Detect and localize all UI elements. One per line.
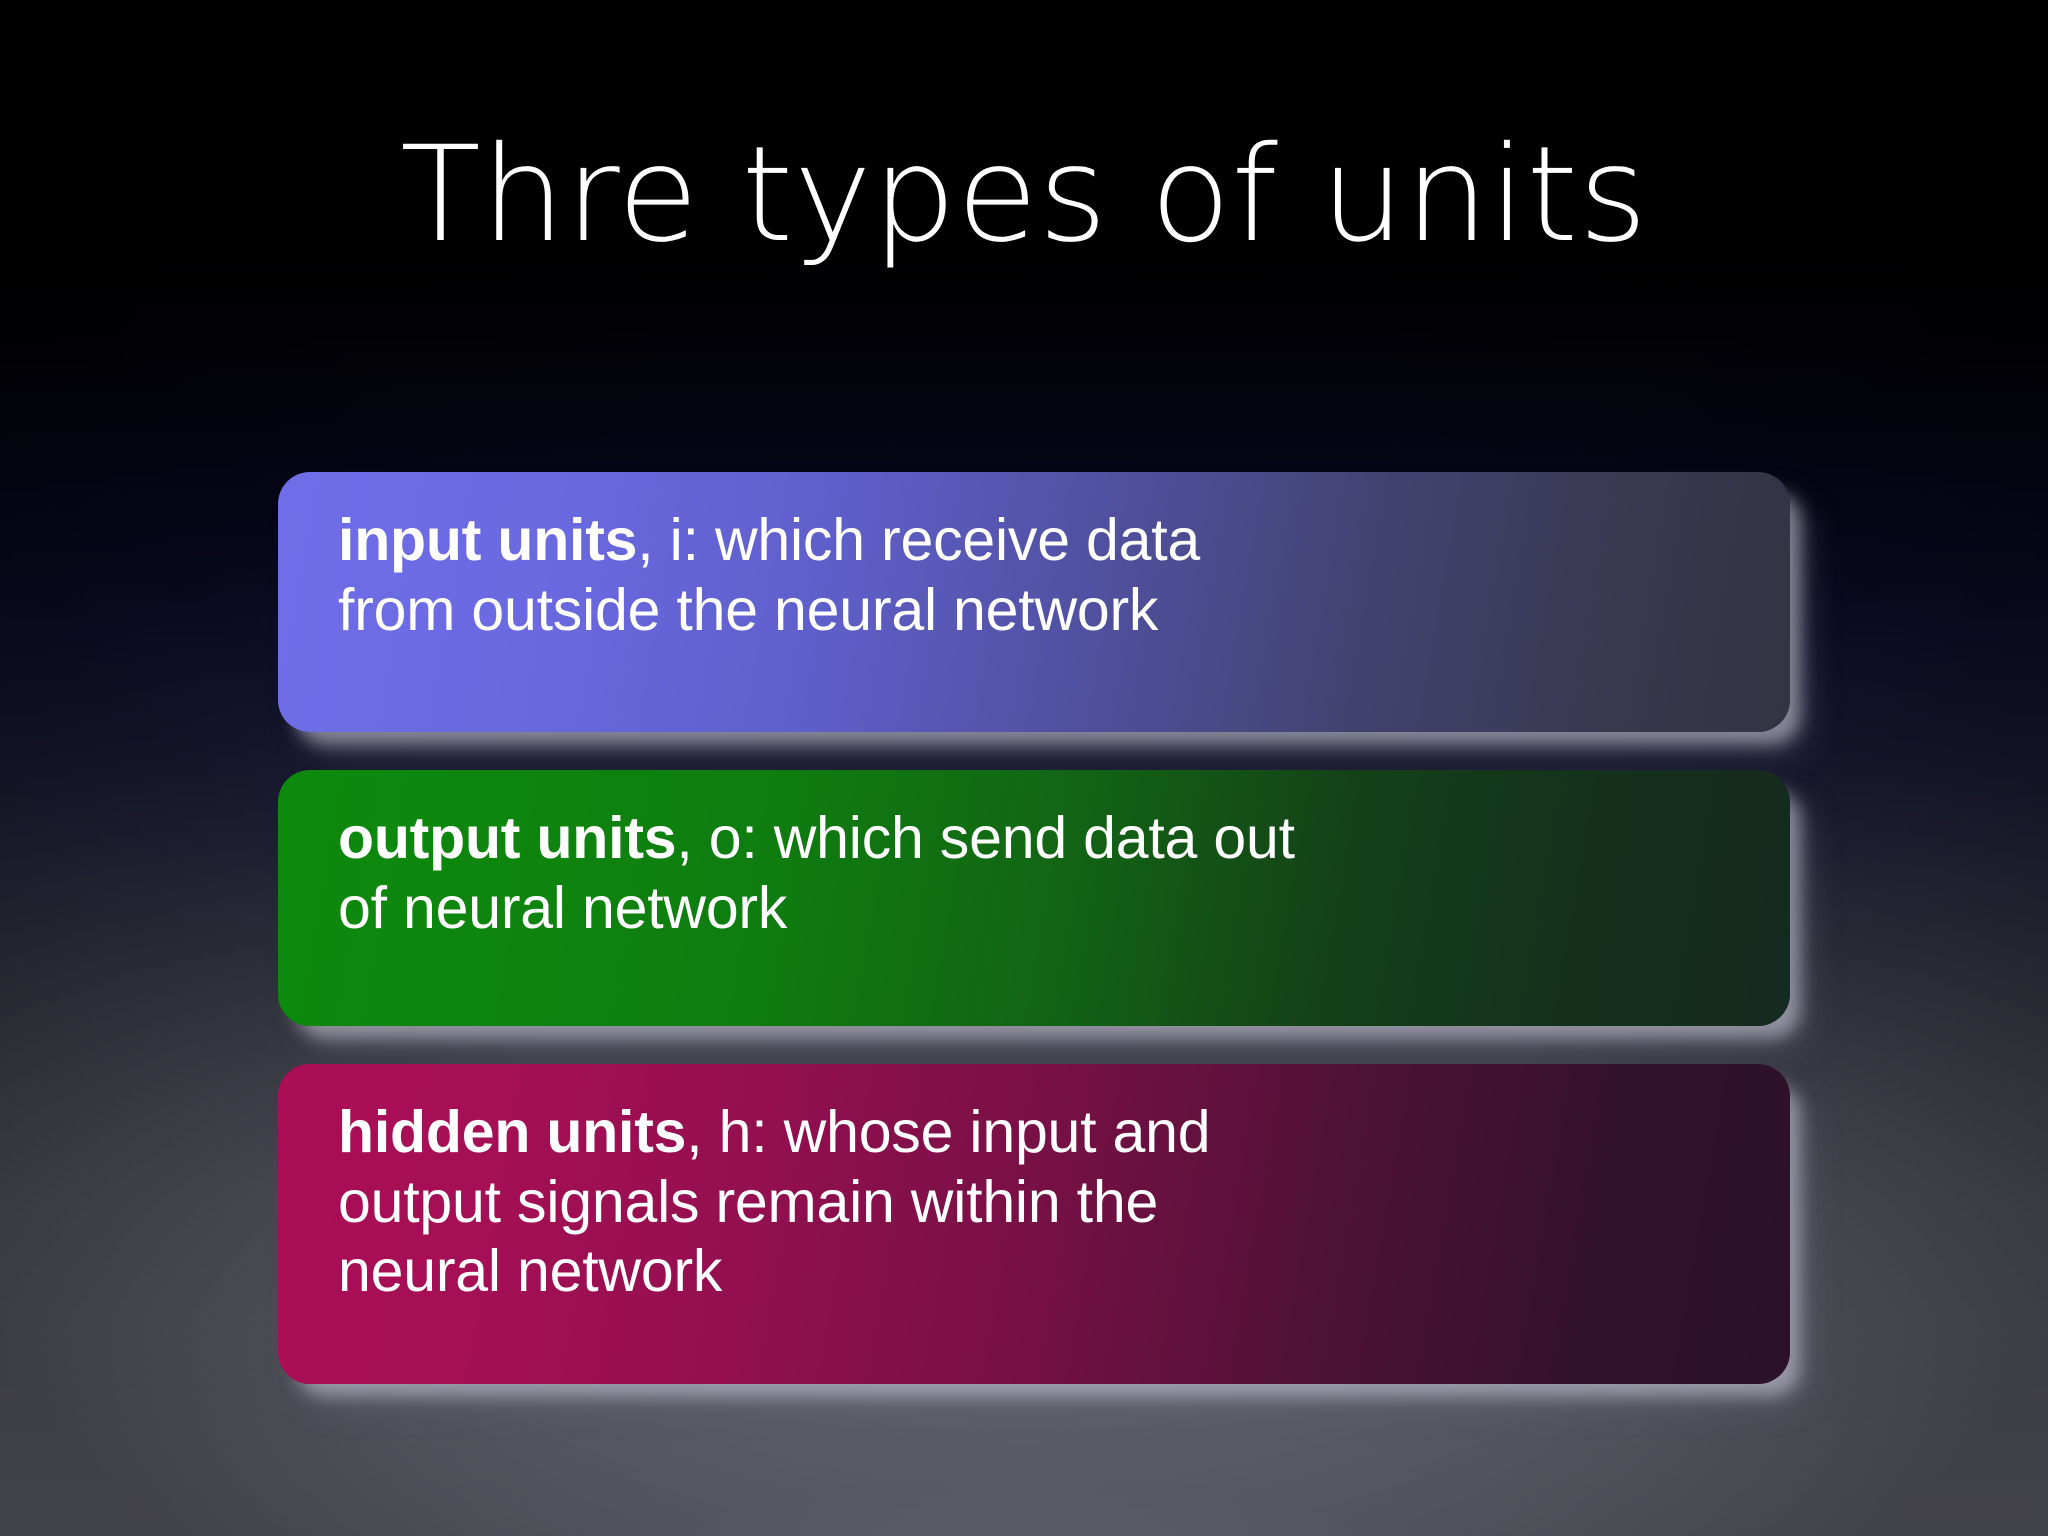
bullet-line-1: input units, i: which receive data	[338, 506, 1744, 576]
bullet-lead-term: input units	[338, 507, 638, 573]
bullet-lead-term: output units	[338, 805, 677, 871]
bullet-line-1: hidden units, h: whose input and	[338, 1098, 1744, 1168]
bullet-line-3: neural network	[338, 1238, 723, 1305]
bullet-line-1-rest: , i: which receive data	[637, 507, 1201, 573]
slide-title: Thre types of units	[400, 118, 1648, 272]
bullet-box-hidden-units: hidden units, h: whose input and output …	[278, 1064, 1790, 1384]
bullet-box-output-units: output units, o: which send data out of …	[278, 770, 1790, 1026]
bullet-lead-term: hidden units	[338, 1099, 687, 1165]
bullet-line-2: output signals remain within the	[338, 1168, 1159, 1235]
bullet-line-2: from outside the neural network	[338, 576, 1159, 643]
bullet-line-1-rest: , h: whose input and	[686, 1099, 1211, 1165]
bullet-box-input-units: input units, i: which receive data from …	[278, 472, 1790, 732]
bullet-line-1-rest: , o: which send data out	[676, 805, 1295, 871]
bullet-line-1: output units, o: which send data out	[338, 804, 1744, 874]
bullet-line-2: of neural network	[338, 874, 788, 941]
